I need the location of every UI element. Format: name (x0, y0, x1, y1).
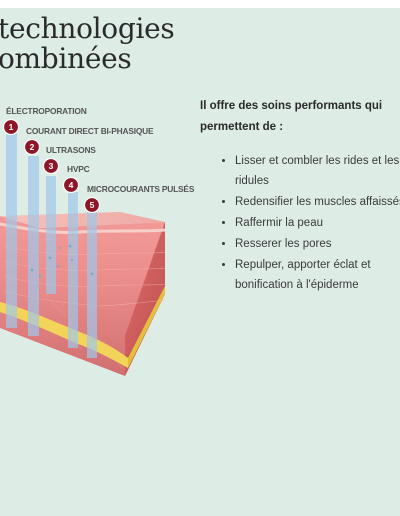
skin-layers-illustration: ÉLECTROPORATION COURANT DIRECT BI-PHASIQ… (0, 105, 195, 376)
skin-top-surface (0, 212, 165, 228)
tech-number-0: 1 (9, 122, 14, 132)
tech-number-3: 4 (69, 180, 74, 190)
tech-number-4: 5 (90, 200, 95, 210)
number-badge-icon (62, 176, 80, 194)
benefit-item: Redensifier les muscles affaissés (235, 193, 400, 213)
beam-4 (68, 192, 78, 348)
skin-side-face (125, 222, 165, 376)
benefit-item: Resserer les pores (235, 235, 400, 255)
heading-line-2: ombinées (0, 42, 132, 75)
tech-label-2: ULTRASONS (46, 145, 96, 155)
benefit-item: Raffermir la peau (235, 214, 400, 234)
number-badges: 1 2 3 4 5 (2, 118, 101, 214)
beam-3 (46, 176, 56, 294)
tech-number-1: 2 (30, 142, 35, 152)
tech-number-2: 3 (49, 161, 54, 171)
tissue-texture (3, 245, 166, 307)
technology-labels: ÉLECTROPORATION COURANT DIRECT BI-PHASIQ… (6, 105, 195, 194)
beam-5 (87, 212, 97, 358)
number-badge-icon (2, 118, 20, 136)
beam-1 (6, 132, 17, 328)
number-badge-icon (83, 196, 101, 214)
tech-label-0: ÉLECTROPORATION (6, 105, 87, 116)
beam-2 (28, 156, 39, 336)
energy-particles (30, 244, 94, 277)
tech-label-3: HVPC (67, 164, 90, 174)
benefit-item: Repulper, apporter éclat et bonification… (235, 256, 400, 295)
tech-label-4: MICROCOURANTS PULSÉS (87, 183, 195, 194)
benefits-list: Lisser et combler les rides et les ridul… (220, 152, 400, 297)
number-badge-icon (23, 138, 41, 156)
top-bar (0, 0, 400, 8)
number-badge-icon (42, 157, 60, 175)
section-heading: technologies ombinées (0, 12, 175, 75)
intro-text: Il offre des soins performants qui perme… (200, 100, 383, 133)
heading-line-1: technologies (0, 12, 175, 45)
benefit-item: Lisser et combler les rides et les ridul… (235, 152, 400, 191)
energy-beams (6, 132, 97, 358)
skin-block (0, 212, 166, 376)
fat-layer-side (128, 286, 165, 368)
tech-label-1: COURANT DIRECT BI-PHASIQUE (26, 126, 154, 136)
